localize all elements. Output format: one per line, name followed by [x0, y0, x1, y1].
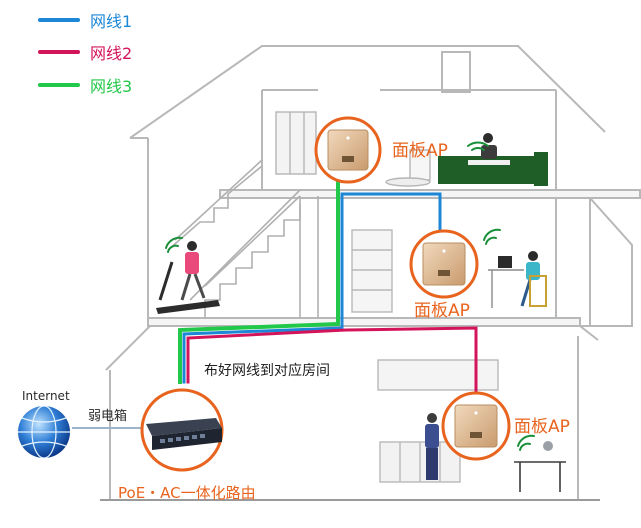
middle-floor-slab	[147, 317, 581, 327]
kitchen	[377, 359, 499, 483]
staircase	[167, 159, 319, 318]
legend-item-cable-3: 网线3	[38, 73, 132, 97]
legend-swatch-cable-2	[38, 50, 80, 54]
cable-1	[182, 192, 442, 384]
wifi-icon	[165, 141, 535, 451]
kitchen-person	[425, 413, 439, 480]
legend-label-cable-1: 网线1	[90, 12, 133, 31]
cables	[178, 174, 478, 400]
chimney	[441, 51, 471, 93]
annex	[556, 197, 633, 327]
ap-top-label: 面板AP	[392, 141, 448, 161]
cable-3	[178, 174, 340, 384]
person-on-sofa	[468, 133, 510, 165]
ap-middle-label: 面板AP	[414, 301, 470, 321]
legend-item-cable-1: 网线1	[38, 8, 132, 32]
ap-ground	[441, 391, 511, 461]
weak-box-label: 弱电箱	[88, 409, 128, 424]
house-outline	[100, 45, 641, 501]
wiring-note: 布好网线到对应房间	[204, 363, 330, 379]
internet-label: Internet	[22, 389, 70, 403]
legend-label-cable-3: 网线3	[90, 77, 133, 96]
roof-left	[129, 45, 355, 139]
bookshelf	[351, 229, 393, 313]
legend-swatch-cable-1	[38, 18, 80, 22]
roof-right	[355, 45, 606, 133]
desk-person	[488, 251, 547, 308]
router	[140, 388, 224, 472]
legend-item-cable-2: 网线2	[38, 40, 132, 64]
ground-roof	[105, 325, 599, 371]
ap-ground-label: 面板AP	[514, 417, 570, 437]
top-room-furniture	[275, 111, 431, 187]
ap-middle	[409, 229, 479, 299]
legend-swatch-cable-3	[38, 83, 80, 87]
wardrobe	[275, 111, 317, 175]
treadmill-runner	[156, 241, 220, 314]
cable-2	[186, 326, 478, 400]
legend-label-cable-2: 网线2	[90, 44, 133, 63]
dining-table	[514, 441, 566, 492]
ap-top	[314, 116, 382, 184]
internet-globe-icon	[18, 405, 70, 459]
router-label: PoE・AC一体化路由	[118, 484, 256, 502]
floor-lamp	[385, 177, 431, 187]
